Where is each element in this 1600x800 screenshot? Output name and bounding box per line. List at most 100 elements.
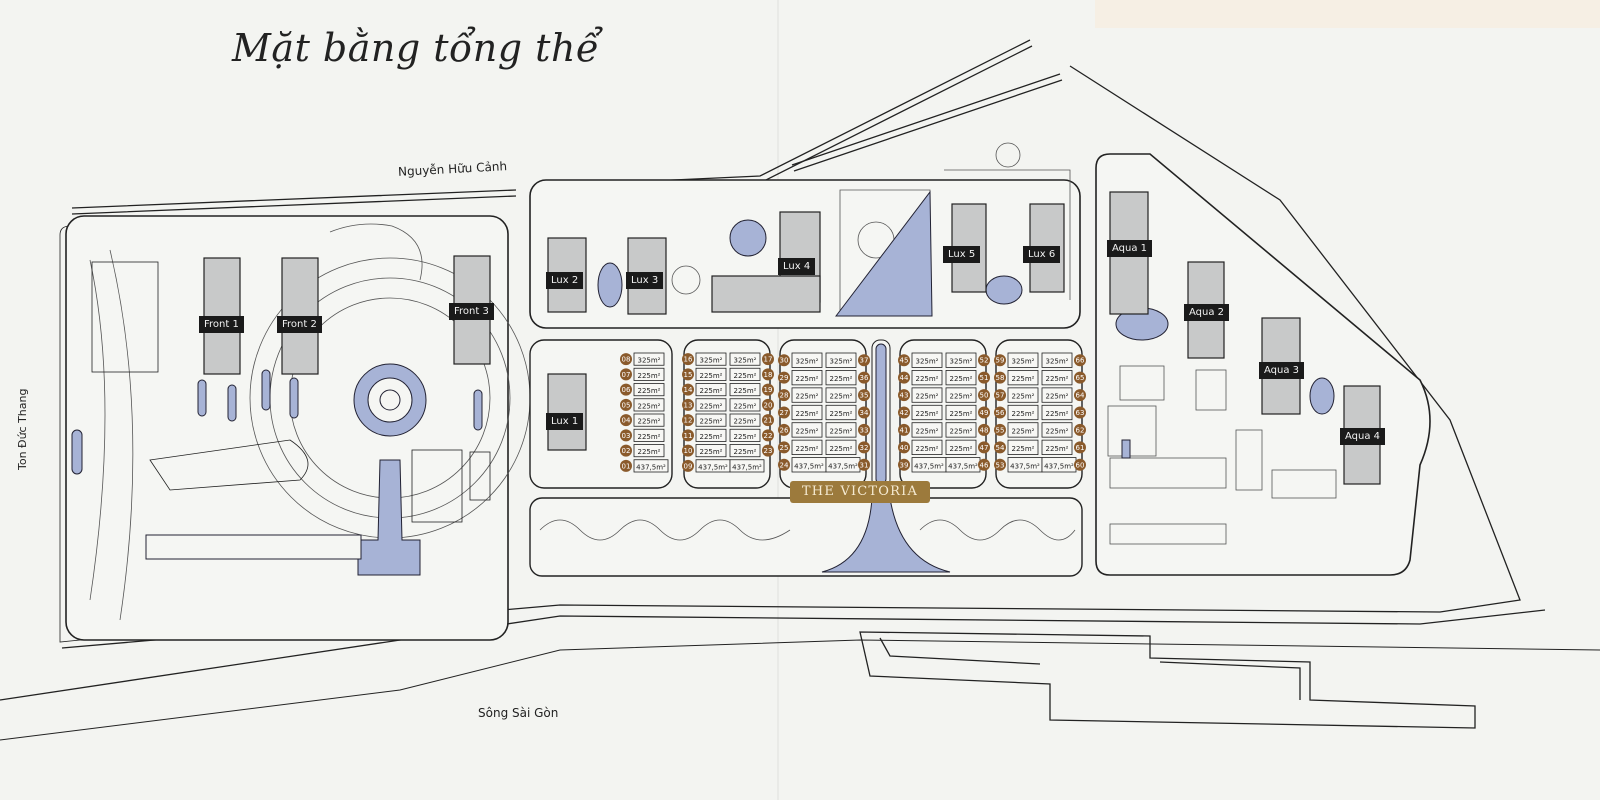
villa-lot[interactable] xyxy=(1041,370,1073,386)
villa-lot[interactable] xyxy=(695,367,727,381)
villa-number: 12 xyxy=(684,417,693,425)
villa-lot[interactable] xyxy=(729,398,761,412)
villa-lot[interactable] xyxy=(945,404,977,421)
villa-lot[interactable] xyxy=(1041,439,1073,455)
villa-lot[interactable] xyxy=(825,370,857,386)
villa-lot[interactable] xyxy=(1007,352,1039,368)
villa-lot-area: 225m² xyxy=(950,375,973,383)
villa-lot[interactable] xyxy=(911,422,943,438)
villa-lot[interactable] xyxy=(791,370,823,386)
villa-number: 14 xyxy=(684,386,693,394)
villa-lot[interactable] xyxy=(729,459,765,473)
villa-lot[interactable] xyxy=(911,352,943,368)
villa-lot[interactable] xyxy=(695,383,727,397)
villa-number-badge xyxy=(762,398,774,411)
villa-lot[interactable] xyxy=(633,428,665,442)
villa-lot[interactable] xyxy=(945,370,977,386)
villa-number: 44 xyxy=(900,374,909,382)
villa-lot[interactable] xyxy=(911,439,943,455)
villa-number-badge xyxy=(1074,458,1086,471)
villa-lot[interactable] xyxy=(633,413,665,427)
villa-lot[interactable] xyxy=(1007,422,1039,438)
building-label-lux3[interactable]: Lux 3 xyxy=(626,272,664,289)
villa-lot[interactable] xyxy=(945,387,977,403)
villa-lot[interactable] xyxy=(695,444,727,458)
villa-lot[interactable] xyxy=(911,404,943,421)
villa-lot[interactable] xyxy=(911,387,943,403)
villa-lot[interactable] xyxy=(729,352,761,366)
brand-badge: THE VICTORIA xyxy=(790,481,930,503)
villa-lot[interactable] xyxy=(729,367,761,381)
building-label-lux1[interactable]: Lux 1 xyxy=(546,413,584,430)
villa-lot[interactable] xyxy=(825,387,857,403)
villa-lot[interactable] xyxy=(791,404,823,421)
villa-number-badge xyxy=(978,441,990,454)
villa-lot[interactable] xyxy=(1041,422,1073,438)
building-label-aqua3[interactable]: Aqua 3 xyxy=(1259,362,1305,379)
villa-lot-area: 225m² xyxy=(638,433,661,441)
villa-lot[interactable] xyxy=(825,352,857,368)
villa-lot[interactable] xyxy=(825,439,857,455)
villa-lot[interactable] xyxy=(633,352,665,366)
villa-lot[interactable] xyxy=(633,459,669,473)
villa-lot[interactable] xyxy=(633,444,665,458)
villa-lot[interactable] xyxy=(729,428,761,442)
villa-lot[interactable] xyxy=(1041,352,1073,368)
villa-lot[interactable] xyxy=(729,413,761,427)
villa-lot-area: 225m² xyxy=(638,402,661,410)
villa-lot[interactable] xyxy=(791,352,823,368)
building-label-front3[interactable]: Front 3 xyxy=(449,303,494,320)
building-label-aqua4[interactable]: Aqua 4 xyxy=(1340,428,1386,445)
villa-number: 43 xyxy=(900,392,909,400)
villa-lot-area: 225m² xyxy=(638,418,661,426)
villa-lot[interactable] xyxy=(633,398,665,412)
building-label-lux5[interactable]: Lux 5 xyxy=(943,246,981,263)
villa-number-badge xyxy=(682,429,694,442)
villa-lot[interactable] xyxy=(791,439,823,455)
villa-lot[interactable] xyxy=(729,444,761,458)
villa-lot[interactable] xyxy=(695,398,727,412)
villa-lot[interactable] xyxy=(791,387,823,403)
building-label-aqua1[interactable]: Aqua 1 xyxy=(1107,240,1153,257)
road-north-east-2 xyxy=(791,73,1063,172)
villa-number: 66 xyxy=(1076,357,1085,365)
villa-lot-area: 225m² xyxy=(916,393,939,401)
building-label-lux4[interactable]: Lux 4 xyxy=(778,258,816,275)
villa-lot[interactable] xyxy=(1041,404,1073,421)
villa-lot[interactable] xyxy=(945,439,977,455)
villa-number-badge xyxy=(778,458,790,471)
villa-number-badge xyxy=(1074,371,1086,384)
building-label-front2[interactable]: Front 2 xyxy=(277,316,322,333)
villa-lot[interactable] xyxy=(695,352,727,366)
villa-lot[interactable] xyxy=(695,428,727,442)
villa-lot[interactable] xyxy=(1007,439,1039,455)
villa-number-badge xyxy=(994,371,1006,384)
villa-lot-area: 225m² xyxy=(830,445,853,453)
villa-lot[interactable] xyxy=(825,422,857,438)
building-label-lux6[interactable]: Lux 6 xyxy=(1023,246,1061,263)
villa-lot[interactable] xyxy=(911,370,943,386)
villa-lot[interactable] xyxy=(1041,387,1073,403)
villa-lot[interactable] xyxy=(695,413,727,427)
villa-lot[interactable] xyxy=(945,422,977,438)
villa-lot[interactable] xyxy=(791,422,823,438)
villa-number-badge xyxy=(994,441,1006,454)
villa-lot[interactable] xyxy=(633,383,665,397)
villa-number: 13 xyxy=(684,401,693,409)
villa-lot-area: 325m² xyxy=(950,358,973,366)
villa-lot[interactable] xyxy=(633,367,665,381)
building-label-lux2[interactable]: Lux 2 xyxy=(546,272,584,289)
villa-lot[interactable] xyxy=(945,352,977,368)
building-label-aqua2[interactable]: Aqua 2 xyxy=(1184,304,1230,321)
villa-lot[interactable] xyxy=(825,404,857,421)
villa-number: 32 xyxy=(860,444,869,452)
building-label-front1[interactable]: Front 1 xyxy=(199,316,244,333)
villa-lot[interactable] xyxy=(729,383,761,397)
villa-number-badge xyxy=(762,414,774,427)
villa-lot[interactable] xyxy=(1007,387,1039,403)
villa-number: 49 xyxy=(980,409,989,417)
villa-lot-area: 225m² xyxy=(1012,445,1035,453)
villa-lot[interactable] xyxy=(1007,370,1039,386)
villa-number-badge xyxy=(898,441,910,454)
villa-lot[interactable] xyxy=(1007,404,1039,421)
